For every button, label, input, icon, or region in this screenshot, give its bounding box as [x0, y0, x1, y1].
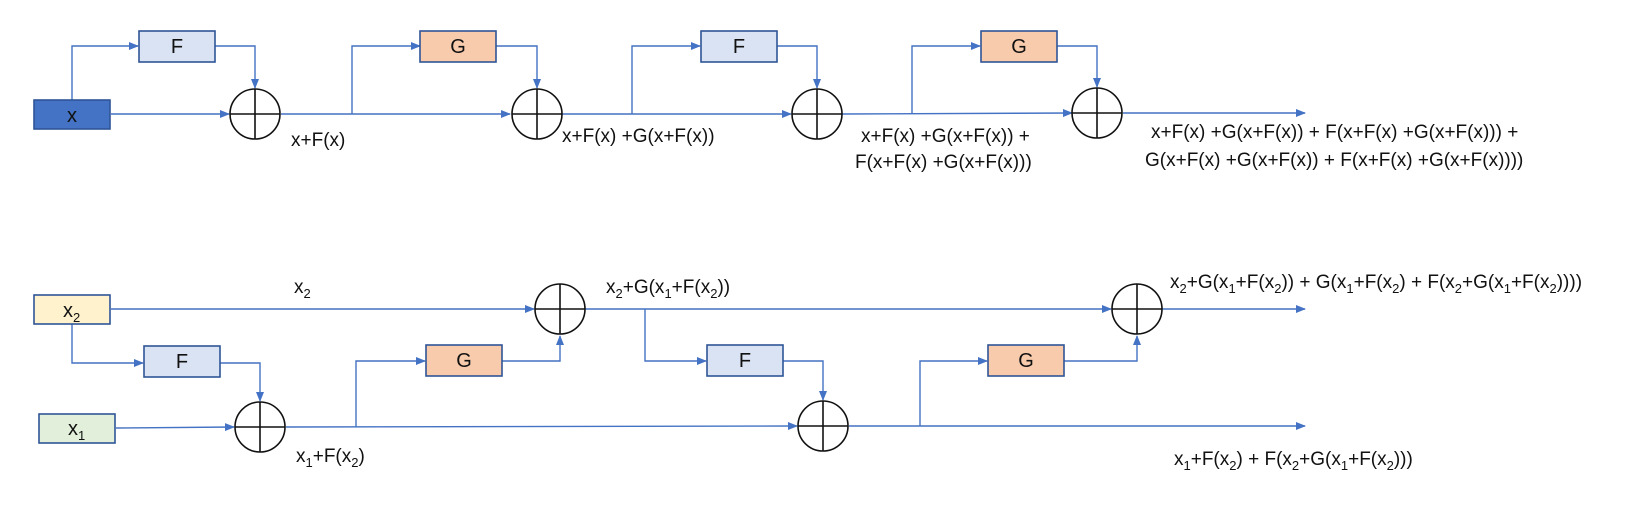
bottom-block-g1 [425, 344, 503, 377]
top-block-g1 [419, 30, 497, 63]
wire-sum3-to-sum4 [841, 109, 1073, 118]
top-output-label-line2: G(x+F(x) +G(x+F(x)) + F(x+F(x) +G(x+F(x)… [1145, 150, 1523, 171]
top-block-f2-label: F [733, 36, 745, 58]
wire-f1-to-sum1 [215, 45, 259, 89]
bottom-block-f2 [706, 344, 784, 377]
bottom-sum-top-1 [534, 283, 586, 335]
top-block-g2-label: G [1011, 36, 1027, 58]
bottom-wires [71, 305, 1306, 432]
wire-branch-to-g2 [911, 42, 981, 113]
wire-g2-to-sum-top2 [1063, 335, 1141, 362]
top-block-f2 [700, 30, 778, 63]
input-x-label: x [67, 105, 77, 127]
bottom-label-sum-top1: x2+G(x1+F(x2)) [606, 277, 730, 301]
bottom-sum-top-2 [1111, 283, 1163, 335]
bottom-block-f1-label: F [176, 351, 188, 373]
wire-x2-to-f1 [71, 324, 144, 367]
bottom-label-sum-bot1: x1+F(x2) [296, 446, 365, 470]
top-block-g2 [980, 30, 1058, 63]
top-wires [71, 42, 1306, 118]
top-sum-4 [1071, 87, 1123, 139]
wire-g2-to-sum4 [1056, 45, 1101, 88]
bottom-block-g2 [987, 344, 1065, 377]
top-sum-3 [791, 88, 843, 140]
bottom-label-x2-wire: x2 [294, 277, 311, 301]
input-x1-box [38, 413, 116, 444]
top-output-label-line1: x+F(x) +G(x+F(x)) + F(x+F(x) +G(x+F(x)))… [1151, 122, 1518, 143]
wire-f2-to-sum3 [777, 45, 821, 89]
bottom-block-g1-label: G [456, 350, 472, 372]
wire-branch-to-g1-bottom [355, 357, 426, 427]
bottom-block-f2-label: F [739, 350, 751, 372]
top-label-after-sum3-line1: x+F(x) +G(x+F(x)) + [861, 126, 1030, 147]
bottom-output-label-top: x2+G(x1+F(x2)) + G(x1+F(x2) + F(x2+G(x1+… [1170, 272, 1582, 296]
wire-f1-to-sum-bot1 [220, 362, 264, 402]
wire-g1-to-sum2 [496, 45, 541, 89]
wire-branch-to-f2 [631, 42, 701, 114]
input-x1-label: x1 [68, 418, 85, 443]
top-block-f1 [138, 30, 216, 63]
wire-x1-to-sum-bot1 [115, 423, 235, 432]
top-label-after-sum2: x+F(x) +G(x+F(x)) [562, 126, 715, 147]
top-label-after-sum3-line2: F(x+F(x) +G(x+F(x))) [855, 152, 1032, 173]
bottom-sum-bot-1 [234, 401, 286, 453]
bottom-output-label-bot: x1+F(x2) + F(x2+G(x1+F(x2))) [1174, 449, 1413, 473]
wire-branch-to-g1 [351, 42, 421, 114]
input-x-box [33, 99, 111, 130]
wire-f2-to-sum-bot2 [783, 360, 827, 401]
top-block-g1-label: G [450, 36, 466, 58]
top-label-after-sum1: x+F(x) [291, 130, 345, 151]
bottom-block-g2-label: G [1018, 350, 1034, 372]
input-x2-box [33, 294, 111, 325]
bottom-sum-bot-2 [797, 400, 849, 452]
input-x2-label: x2 [63, 300, 80, 325]
wire-sum-bot1-to-sum-bot2 [285, 422, 798, 431]
top-sum-2 [511, 88, 563, 140]
bottom-block-f1 [143, 345, 221, 378]
wire-g1-to-sum-top1 [502, 335, 564, 362]
wire-branch-to-g2-bottom [919, 357, 988, 426]
wire-branch-to-f1 [71, 42, 139, 100]
top-sum-1 [229, 88, 281, 140]
top-block-f1-label: F [171, 36, 183, 58]
wire-branch-to-f2-bottom [644, 309, 707, 365]
